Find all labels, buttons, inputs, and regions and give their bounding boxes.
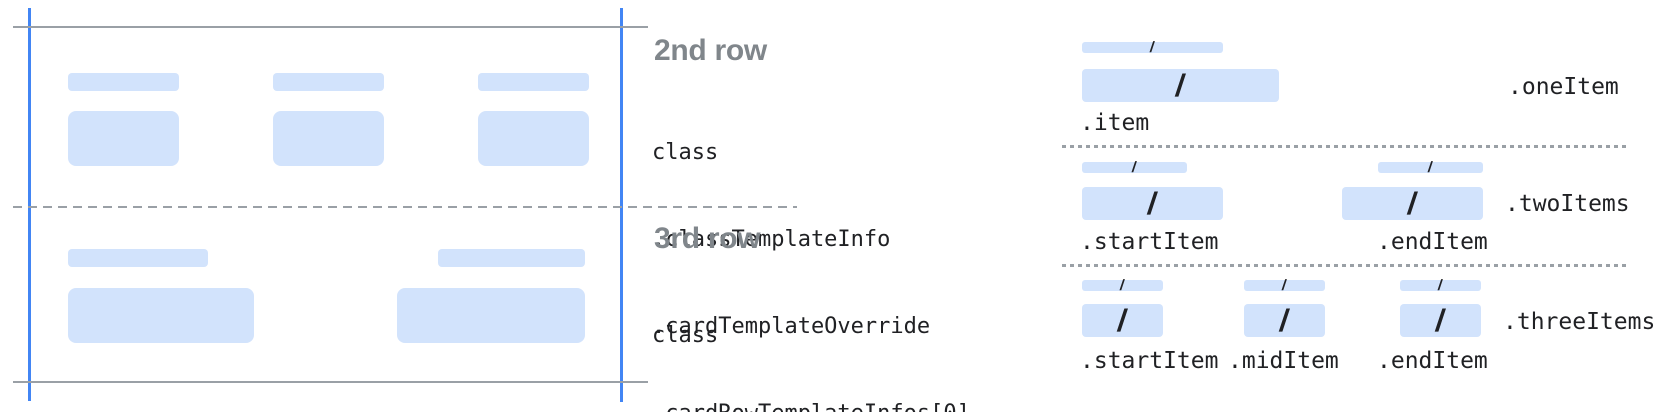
row3-col1-label-placeholder — [68, 249, 208, 267]
card-top-guide-line — [13, 26, 648, 28]
three-items-end-label-bar: / — [1400, 277, 1481, 294]
three-items-start-value-bar: / — [1082, 303, 1163, 338]
three-items-start-label-bar: / — [1082, 277, 1163, 294]
three-items-end-field-label: .endItem — [1377, 348, 1488, 374]
row3-col2-value-placeholder — [397, 288, 585, 343]
row2-code-line-cardtemplateoverride: .cardTemplateOverride — [652, 314, 931, 339]
card-left-edge-guide-line — [28, 8, 31, 401]
slash-separator-glyph: / — [1145, 186, 1160, 221]
row2-col3-value-placeholder — [478, 111, 589, 166]
card-bottom-guide-line — [13, 381, 648, 383]
slash-separator-glyph: / — [1433, 303, 1448, 338]
row3-col1-value-placeholder — [68, 288, 254, 343]
two-items-start-label-bar: / — [1082, 159, 1187, 176]
row3-code-line-class: class — [652, 323, 719, 348]
row2-section-title: 2nd row — [654, 34, 767, 67]
two-items-end-field-label: .endItem — [1377, 229, 1488, 255]
slash-separator-glyph: / — [1281, 277, 1288, 294]
row3-code-path: class .classTemplateInfo .cardTemplateOv… — [652, 263, 970, 412]
slash-separator-glyph: / — [1119, 277, 1126, 294]
slash-separator-glyph: / — [1149, 39, 1156, 56]
template-divider-dotted-line-2 — [1062, 264, 1630, 267]
one-item-label-bar: / — [1082, 39, 1223, 56]
three-items-mid-label-bar: / — [1244, 277, 1325, 294]
three-items-mid-field-label: .midItem — [1228, 348, 1339, 374]
three-items-start-field-label: .startItem — [1080, 348, 1219, 374]
slash-separator-glyph: / — [1427, 159, 1434, 176]
slash-separator-glyph: / — [1277, 303, 1292, 338]
three-items-mid-value-bar: / — [1244, 303, 1325, 338]
row-divider-dashed-line — [13, 206, 797, 208]
row2-col1-label-placeholder — [68, 73, 179, 91]
two-items-end-value-bar: / — [1342, 186, 1483, 221]
row2-col1-value-placeholder — [68, 111, 179, 166]
row3-section-title: 3rd row — [654, 222, 761, 255]
slash-separator-glyph: / — [1115, 303, 1130, 338]
two-items-row-name: .twoItems — [1505, 191, 1630, 217]
row2-col2-value-placeholder — [273, 111, 384, 166]
one-item-row-name: .oneItem — [1508, 74, 1619, 100]
slash-separator-glyph: / — [1437, 277, 1444, 294]
row2-code-line-class: class — [652, 140, 719, 165]
row2-code-line-cardrowtemplateinfos: .cardRowTemplateInfos[0] — [652, 399, 970, 412]
slash-separator-glyph: / — [1405, 186, 1420, 221]
row2-col2-label-placeholder — [273, 73, 384, 91]
row2-col3-label-placeholder — [478, 73, 589, 91]
row2-code-line-classtemplateinfo: .classTemplateInfo — [652, 227, 891, 252]
three-items-end-value-bar: / — [1400, 303, 1481, 338]
three-items-row-name: .threeItems — [1503, 309, 1656, 335]
two-items-end-label-bar: / — [1378, 159, 1483, 176]
two-items-start-value-bar: / — [1082, 186, 1223, 221]
row2-code-path: class .classTemplateInfo .cardTemplateOv… — [652, 80, 970, 412]
one-item-value-bar: / — [1082, 68, 1279, 103]
card-right-edge-guide-line — [620, 8, 623, 402]
row3-col2-label-placeholder — [438, 249, 585, 267]
two-items-start-field-label: .startItem — [1080, 229, 1219, 255]
slash-separator-glyph: / — [1173, 68, 1188, 103]
one-item-field-label: .item — [1080, 110, 1150, 136]
row3-code-line-classtemplateinfo: .classTemplateInfo — [652, 408, 970, 412]
slash-separator-glyph: / — [1131, 159, 1138, 176]
template-divider-dotted-line-1 — [1062, 145, 1630, 148]
